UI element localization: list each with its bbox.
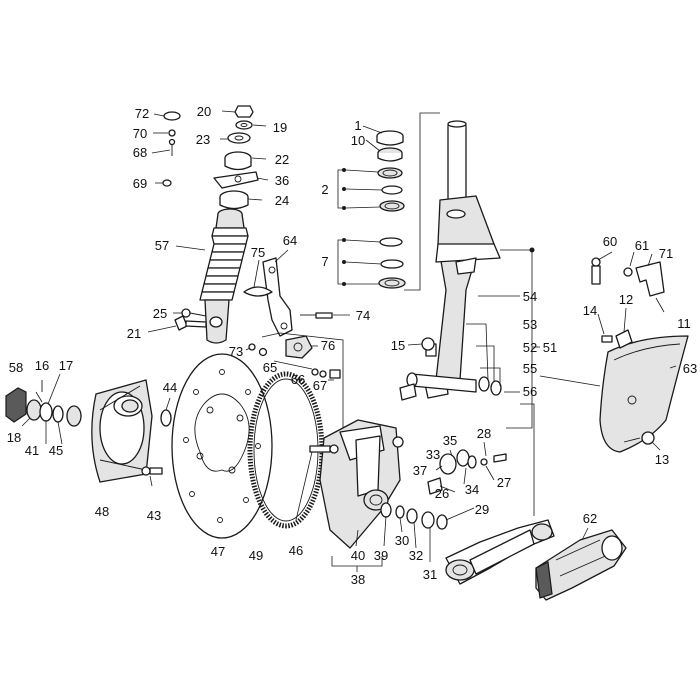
callout-76: 76 <box>321 338 335 353</box>
callout-2: 2 <box>321 182 328 197</box>
callout-38: 38 <box>351 572 365 587</box>
callout-7: 7 <box>321 254 328 269</box>
support-bracket <box>243 249 350 460</box>
wheel-hub <box>5 373 172 487</box>
shock-top-hardware <box>151 105 269 210</box>
mudguard <box>539 251 689 453</box>
brake-caliper <box>295 419 404 549</box>
callout-67: 67 <box>313 378 327 393</box>
callout-71: 71 <box>659 246 673 261</box>
callout-43: 43 <box>147 508 161 523</box>
callout-28: 28 <box>477 426 491 441</box>
callout-64: 64 <box>283 233 297 248</box>
callout-27: 27 <box>497 475 511 490</box>
callout-22: 22 <box>275 152 289 167</box>
callout-66: 66 <box>291 372 305 387</box>
callout-61: 61 <box>635 238 649 253</box>
callout-62: 62 <box>583 511 597 526</box>
callout-30: 30 <box>395 533 409 548</box>
callout-46: 46 <box>289 543 303 558</box>
callout-72: 72 <box>135 106 149 121</box>
callout-41: 41 <box>25 443 39 458</box>
callout-69: 69 <box>133 176 147 191</box>
callout-25: 25 <box>153 306 167 321</box>
callout-70: 70 <box>133 126 147 141</box>
callout-35: 35 <box>443 433 457 448</box>
callout-60: 60 <box>603 234 617 249</box>
callout-12: 12 <box>619 292 633 307</box>
callout-56: 56 <box>523 384 537 399</box>
callout-57: 57 <box>155 238 169 253</box>
callout-58: 58 <box>9 360 23 375</box>
callout-labels: 72 70 68 69 20 19 23 22 36 24 57 25 21 7… <box>7 104 697 587</box>
callout-21: 21 <box>127 326 141 341</box>
callout-55: 55 <box>523 361 537 376</box>
callout-17: 17 <box>59 358 73 373</box>
steering-bearings <box>337 112 440 291</box>
callout-40: 40 <box>351 548 365 563</box>
callout-20: 20 <box>197 104 211 119</box>
callout-19: 19 <box>273 120 287 135</box>
protective-boot <box>535 527 627 601</box>
callout-52: 52 <box>523 340 537 355</box>
callout-23: 23 <box>196 132 210 147</box>
callout-1: 1 <box>354 118 361 133</box>
callout-15: 15 <box>391 338 405 353</box>
callout-49: 49 <box>249 548 263 563</box>
callout-48: 48 <box>95 504 109 519</box>
callout-53: 53 <box>523 317 537 332</box>
callout-68: 68 <box>133 145 147 160</box>
callout-32: 32 <box>409 548 423 563</box>
callout-24: 24 <box>275 193 289 208</box>
steering-column <box>399 120 540 429</box>
callout-63: 63 <box>683 361 697 376</box>
callout-10: 10 <box>351 133 365 148</box>
callout-47: 47 <box>211 544 225 559</box>
callout-51: 51 <box>543 340 557 355</box>
callout-54: 54 <box>523 289 537 304</box>
callout-13: 13 <box>655 452 669 467</box>
callout-16: 16 <box>35 358 49 373</box>
shock-bolts <box>147 308 207 333</box>
callout-18: 18 <box>7 430 21 445</box>
shock-absorber <box>175 208 249 344</box>
callout-73: 73 <box>229 344 243 359</box>
callout-65: 65 <box>263 360 277 375</box>
callout-34: 34 <box>465 482 479 497</box>
callout-31: 31 <box>423 567 437 582</box>
callout-39: 39 <box>374 548 388 563</box>
callout-33: 33 <box>426 447 440 462</box>
callout-45: 45 <box>49 443 63 458</box>
callout-36: 36 <box>275 173 289 188</box>
callout-29: 29 <box>475 502 489 517</box>
callout-44: 44 <box>163 380 177 395</box>
callout-74: 74 <box>356 308 370 323</box>
callout-14: 14 <box>583 303 597 318</box>
brake-disc <box>171 353 273 539</box>
lower-arm <box>445 403 555 585</box>
callout-11: 11 <box>677 316 691 331</box>
linkage-small-parts <box>331 441 507 572</box>
callout-37: 37 <box>413 463 427 478</box>
callout-75: 75 <box>251 245 265 260</box>
callout-26: 26 <box>435 486 449 501</box>
shock-bellows <box>199 227 249 301</box>
